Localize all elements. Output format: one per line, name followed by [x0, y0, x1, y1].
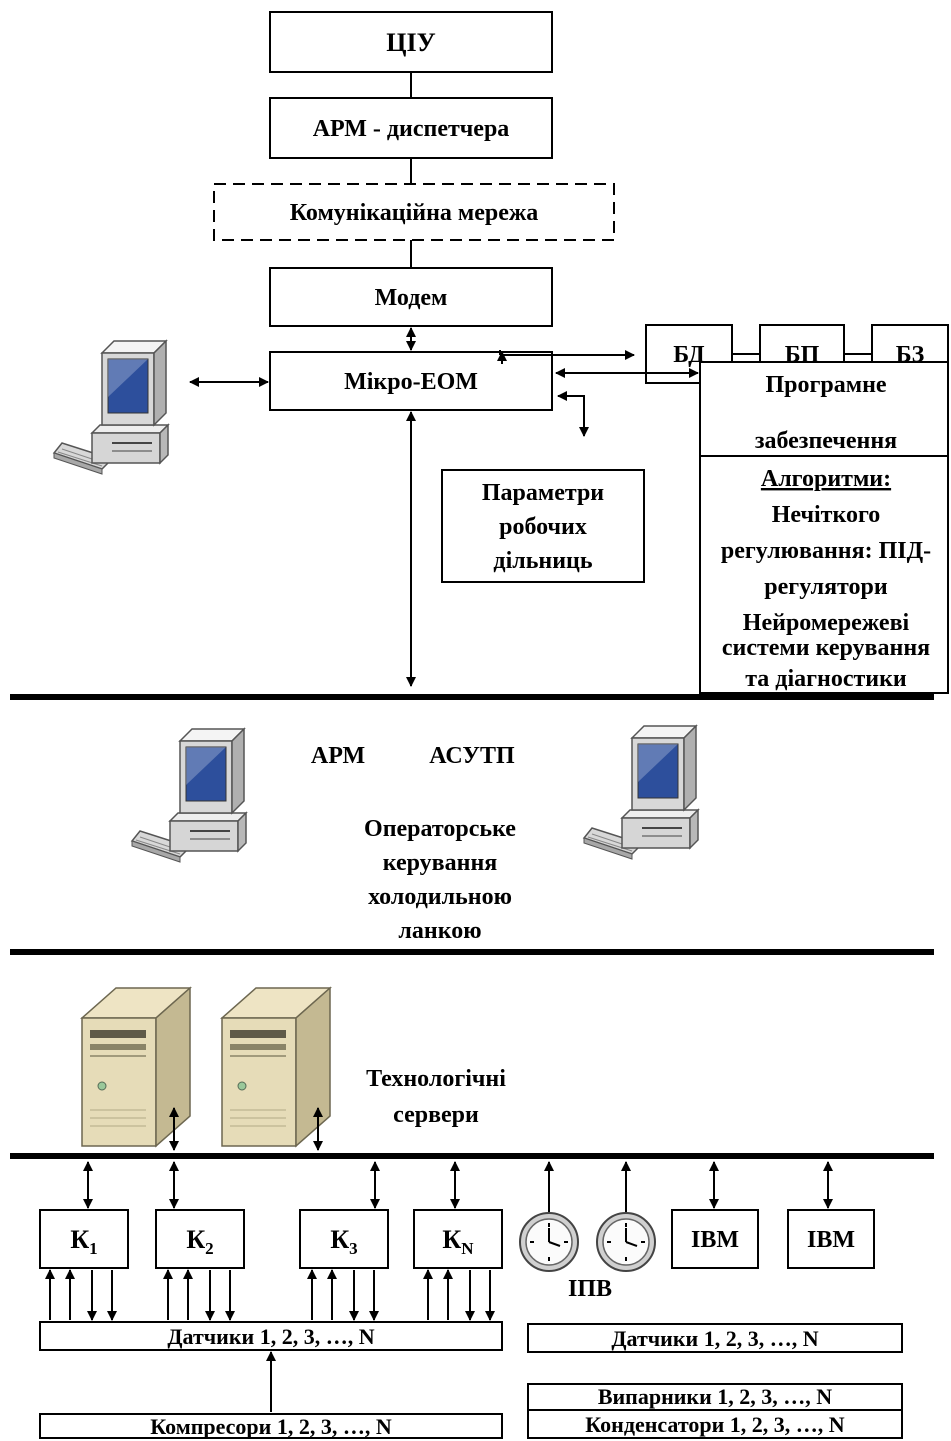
operator-line-4: ланкою: [398, 918, 481, 944]
ibm-1-box: [671, 1209, 759, 1269]
controller-sensor-links: [45, 1269, 495, 1321]
sensors-right-bar: [527, 1323, 903, 1353]
controller-k3-label: К3: [330, 1225, 357, 1258]
ibm-2-box: [787, 1209, 875, 1269]
network-box: [213, 183, 615, 241]
servers-line-2: сервери: [393, 1102, 479, 1128]
tsiu-label: ЦІУ: [386, 28, 435, 57]
ibm-1-label: IBM: [691, 1227, 739, 1253]
tsiu-box: [269, 11, 553, 73]
controller-kn-label: КN: [442, 1225, 474, 1258]
controller-k1-box: [39, 1209, 129, 1269]
servers-line-1: Технологічні: [366, 1066, 506, 1092]
operator-pc-right-icon: [583, 725, 699, 860]
sensors-left-label: Датчики 1, 2, 3, …, N: [167, 1324, 374, 1349]
controller-k1-label: К1: [70, 1225, 97, 1258]
modem-box: [269, 267, 553, 327]
arm-dispatcher-box: [269, 97, 553, 159]
ipv-label: ІПВ: [568, 1276, 612, 1302]
operator-pc-left-icon: [131, 728, 247, 863]
algorithm-line-4: Нейромережеві: [743, 610, 910, 636]
software-title-line-2: забезпечення: [755, 428, 897, 454]
ibm-2-label: IBM: [807, 1227, 855, 1253]
sensors-left-bar: [39, 1321, 503, 1351]
software-box: [699, 361, 949, 694]
params-line-2: робочих: [499, 514, 587, 540]
micro-eom-label: Мікро-ЕОМ: [344, 369, 478, 395]
controller-k2-box: [155, 1209, 245, 1269]
params-box: [441, 469, 645, 583]
operator-line-3: холодильною: [368, 884, 512, 910]
compressors-label: Компресори 1, 2, 3, …, N: [150, 1414, 392, 1439]
condensers-label: Конденсатори 1, 2, 3, …, N: [585, 1412, 844, 1437]
condensers-bar: [527, 1409, 903, 1439]
modem-label: Модем: [375, 285, 448, 311]
arm-dispatcher-label: АРМ - диспетчера: [313, 116, 510, 142]
algorithm-line-6: та діагностики: [745, 666, 907, 692]
micro-eom-box: [269, 351, 553, 411]
compressors-bar: [39, 1413, 503, 1439]
arrow-micro-bd: [501, 350, 635, 364]
evaporators-bar: [527, 1383, 903, 1411]
evaporators-label: Випарники 1, 2, 3, …, N: [598, 1384, 832, 1409]
algorithm-line-1: Нечіткого: [772, 502, 881, 528]
arrow-micro-params: [557, 391, 589, 437]
operator-line-2: керування: [383, 850, 498, 876]
algorithms-title: Алгоритми:: [761, 466, 891, 492]
operator-line-1: Операторське: [364, 816, 516, 842]
controller-k3-box: [299, 1209, 389, 1269]
algorithm-line-3: регулятори: [764, 574, 888, 600]
clock-2-icon: [596, 1212, 656, 1272]
sensors-right-label: Датчики 1, 2, 3, …, N: [611, 1326, 818, 1351]
software-title-line-1: Програмне: [765, 372, 886, 398]
clock-1-icon: [519, 1212, 579, 1272]
network-label: Комунікаційна мережа: [290, 200, 539, 226]
params-line-1: Параметри: [482, 480, 604, 506]
server-2-icon: [221, 987, 331, 1147]
controller-kn-box: [413, 1209, 503, 1269]
arm-label: АРМ: [311, 743, 365, 769]
asutp-label: АСУТП: [429, 743, 515, 769]
controller-k2-label: К2: [186, 1225, 213, 1258]
algorithm-line-2: регулювання: ПІД-: [721, 538, 931, 564]
algorithm-line-5: системи керування: [722, 635, 930, 661]
workstation-left-icon: [53, 340, 169, 475]
params-line-3: дільниць: [493, 548, 592, 574]
